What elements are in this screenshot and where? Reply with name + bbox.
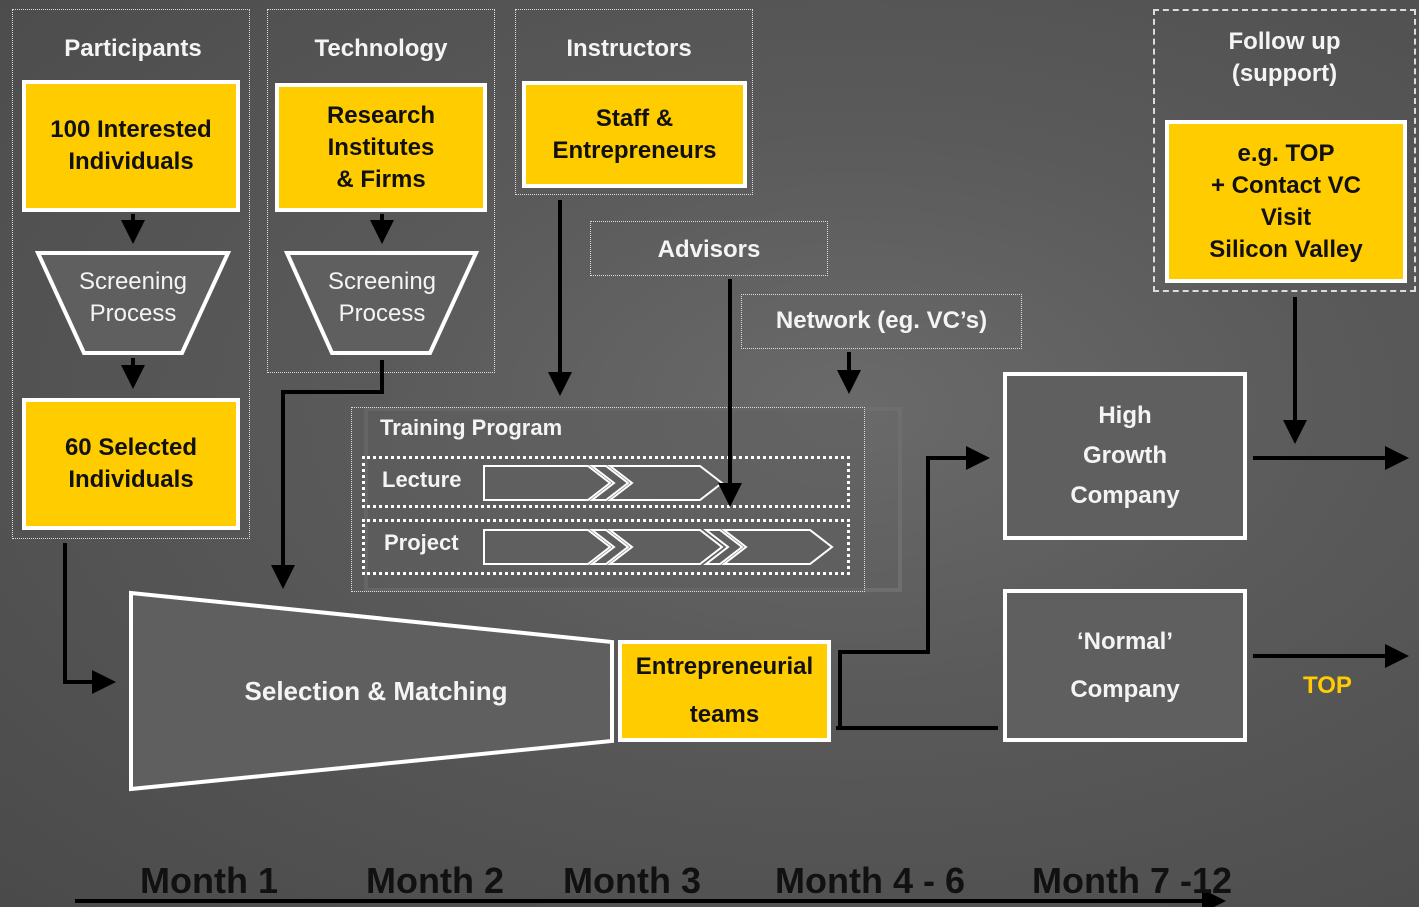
lecture-label: Lecture — [382, 467, 462, 492]
followup-header: Follow up (support) — [1228, 28, 1341, 87]
participants-screening-label: Screening Process — [78, 268, 188, 327]
instructors-group — [515, 9, 753, 195]
network-label: Network (eg. VC’s) — [775, 307, 988, 334]
participants-screening-funnel — [34, 251, 232, 355]
project-label: Project — [384, 530, 459, 555]
month-3-label: Month 3 — [563, 860, 701, 901]
month-4-6-label: Month 4 - 6 — [775, 860, 965, 901]
participants-header: Participants — [64, 35, 202, 62]
training-program-title: Training Program — [380, 415, 563, 440]
staff-entrepreneurs-box: Staff & Entrepreneurs — [522, 81, 747, 188]
advisors-label: Advisors — [657, 236, 761, 263]
high-growth-company-box: High Growth Company — [1003, 372, 1247, 540]
instructors-header: Instructors — [566, 35, 692, 62]
advisors-group — [590, 221, 828, 276]
interested-individuals-box: 100 Interested Individuals — [22, 80, 240, 212]
lecture-row — [362, 456, 850, 508]
followup-box: e.g. TOP + Contact VC Visit Silicon Vall… — [1165, 120, 1407, 283]
selection-matching-shape — [129, 590, 614, 792]
project-chevrons — [483, 529, 834, 565]
participants-group — [12, 9, 250, 539]
month-7-12-label: Month 7 -12 — [1032, 860, 1233, 901]
top-label: TOP — [1303, 672, 1352, 699]
month-2-label: Month 2 — [366, 860, 504, 901]
lecture-chevrons — [483, 465, 724, 501]
technology-screening-funnel — [283, 251, 480, 355]
network-group — [741, 294, 1022, 349]
selection-matching-label: Selection & Matching — [244, 676, 508, 706]
technology-screening-label: Screening Process — [327, 268, 437, 327]
entrepreneurial-teams-box: Entrepreneurial teams — [618, 640, 831, 742]
month-1-label: Month 1 — [140, 860, 278, 901]
selected-individuals-box: 60 Selected Individuals — [22, 398, 240, 530]
followup-group — [1153, 9, 1416, 292]
technology-header: Technology — [314, 35, 448, 62]
normal-company-box: ‘Normal’ Company — [1003, 589, 1247, 742]
research-institutes-box: Research Institutes & Firms — [275, 83, 487, 212]
project-row — [362, 519, 850, 575]
